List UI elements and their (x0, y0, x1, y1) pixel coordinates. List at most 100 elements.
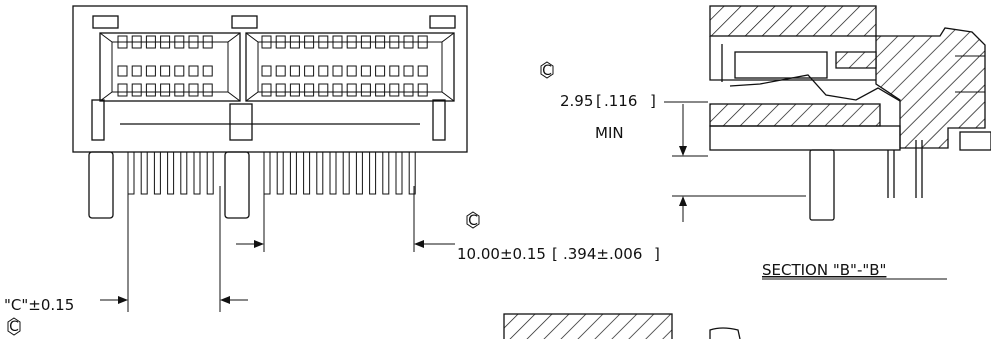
tail-pin (153, 151, 161, 195)
svg-text:[: [ (596, 92, 602, 110)
contact (202, 65, 213, 77)
height-dimension-value: 2.95 (560, 92, 593, 110)
svg-text:C: C (468, 213, 478, 229)
tail-pin (167, 151, 175, 195)
contact (360, 65, 371, 77)
contact (360, 83, 371, 97)
contact (332, 65, 343, 77)
contact (131, 83, 142, 97)
tail-pin (180, 151, 188, 195)
contact (417, 35, 428, 49)
svg-text:C: C (9, 319, 19, 335)
contact (318, 83, 329, 97)
critical-symbol-height: C (540, 61, 554, 79)
svg-text:[: [ (552, 245, 558, 263)
contact (188, 65, 199, 77)
contact (389, 65, 400, 77)
contact (202, 35, 213, 49)
contact (403, 65, 414, 77)
mount-peg-center (224, 151, 250, 219)
contact-row-bot (117, 83, 428, 97)
tail-pin (303, 151, 311, 195)
contact-row-top (117, 35, 428, 49)
pitch-dimension-value: 10.00±0.15 (457, 245, 546, 263)
contact (174, 35, 185, 49)
svg-text:C: C (542, 63, 552, 79)
contact (117, 83, 128, 97)
contact (289, 65, 300, 77)
tail-pin (289, 151, 297, 195)
mount-peg-left (88, 151, 114, 219)
svg-text:]: ] (650, 92, 656, 110)
slot-frame-left (99, 32, 241, 102)
contact-row-mid (117, 65, 428, 77)
connector-body (72, 5, 468, 153)
tail-pin (276, 151, 284, 195)
tail-pin (127, 151, 135, 195)
partial-view-bottom (503, 313, 741, 339)
contact (160, 65, 171, 77)
contact (417, 83, 428, 97)
tail-pin (206, 151, 214, 195)
critical-symbol-pitch: C (466, 211, 480, 229)
contact (261, 83, 272, 97)
contact (275, 83, 286, 97)
contact (403, 83, 414, 97)
tail-pin (140, 151, 148, 195)
contact (304, 83, 315, 97)
latch-window-left (92, 15, 119, 29)
slot-frame-right (245, 32, 455, 102)
contact (145, 65, 156, 77)
contact (346, 65, 357, 77)
c-dimension-value: "C"±0.15 (4, 296, 74, 314)
contact (202, 83, 213, 97)
height-dimension-inch: .116 (604, 92, 637, 110)
contact (131, 65, 142, 77)
contact (275, 35, 286, 49)
contact (261, 65, 272, 77)
pitch-bracket: [ .394±.006 ] (552, 245, 660, 263)
contact (117, 65, 128, 77)
contact (145, 83, 156, 97)
section-title: SECTION "B"-"B" (762, 261, 886, 279)
contact (389, 35, 400, 49)
side-post-right (432, 99, 446, 141)
contact (346, 83, 357, 97)
pitch-dimension-inch: .394±.006 (563, 245, 642, 263)
svg-text:]: ] (654, 245, 660, 263)
contact (289, 83, 300, 97)
contact (261, 35, 272, 49)
contact (375, 35, 386, 49)
contact (304, 65, 315, 77)
latch-window-mid (231, 15, 258, 29)
contact (318, 35, 329, 49)
front-view (72, 5, 468, 219)
dimension-lines-section (664, 101, 806, 222)
critical-symbol-c: C (7, 317, 21, 336)
tail-pin (342, 151, 350, 195)
tail-pin (382, 151, 390, 195)
contact (174, 83, 185, 97)
contact (389, 83, 400, 97)
contact (174, 65, 185, 77)
contact (332, 83, 343, 97)
contact (318, 65, 329, 77)
center-key (229, 103, 253, 141)
section-view (709, 5, 991, 221)
side-post-left (91, 99, 105, 141)
tail-pin (263, 151, 271, 195)
latch-window-right (429, 15, 456, 29)
contact (304, 35, 315, 49)
tail-pin (316, 151, 324, 195)
contact (117, 35, 128, 49)
contact (188, 83, 199, 97)
contact (346, 35, 357, 49)
contact (160, 83, 171, 97)
contact (360, 35, 371, 49)
contact (275, 65, 286, 77)
contact (332, 35, 343, 49)
tail-pins (127, 151, 416, 195)
contact (403, 35, 414, 49)
contact (375, 83, 386, 97)
tail-pin (355, 151, 363, 195)
